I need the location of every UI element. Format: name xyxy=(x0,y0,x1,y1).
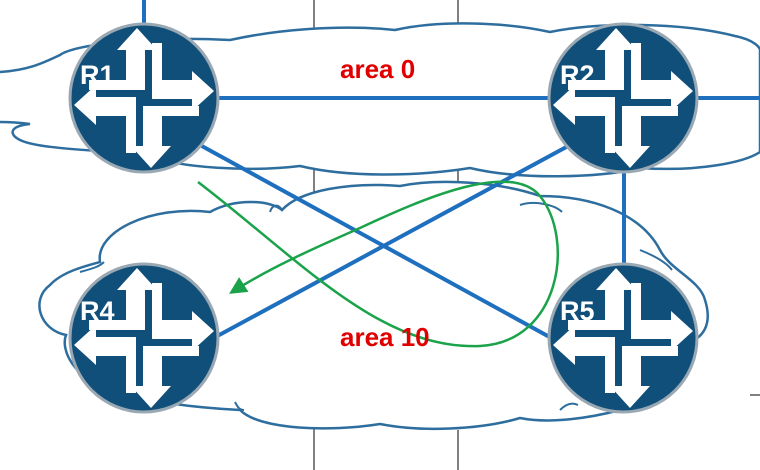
router-r4[interactable]: R4 xyxy=(68,262,220,414)
router-label: R1 xyxy=(80,60,115,90)
cloud-detail xyxy=(79,202,673,411)
link-r2-r4 xyxy=(209,143,571,342)
router-label: R2 xyxy=(560,60,595,90)
links xyxy=(142,0,760,342)
link-r1-r5 xyxy=(199,143,556,342)
router-label: R4 xyxy=(80,296,115,326)
area-0-label: area 0 xyxy=(340,54,415,84)
router-label: R5 xyxy=(560,296,595,326)
router-r1[interactable]: R1 xyxy=(68,22,220,174)
path-arrow xyxy=(197,180,559,348)
router-r2[interactable]: R2 xyxy=(547,22,699,174)
router-r5[interactable]: R5 xyxy=(547,262,699,414)
area-10-label: area 10 xyxy=(340,322,430,352)
